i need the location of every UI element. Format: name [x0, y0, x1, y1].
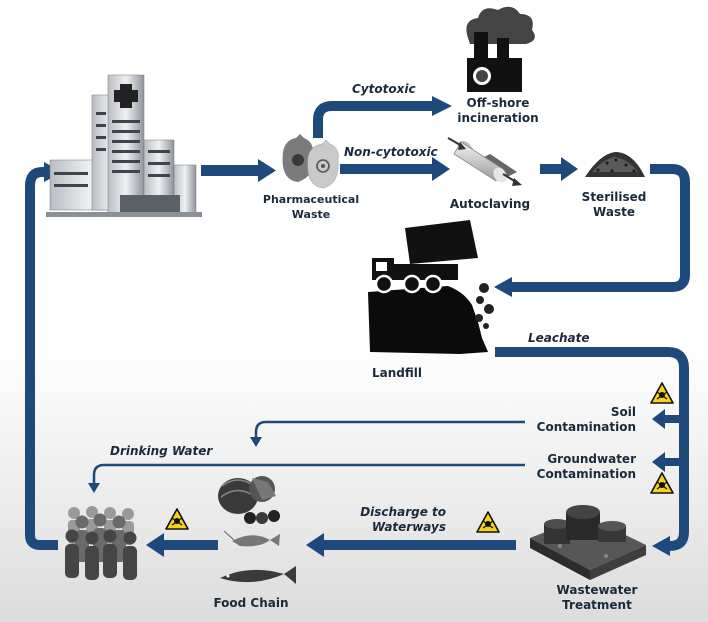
hazard-icon	[650, 472, 674, 494]
factory-icon	[466, 6, 535, 92]
label-groundwater-contamination: Groundwater Contamination	[530, 452, 636, 482]
arrow-sterilised-to-landfill	[494, 164, 690, 297]
arrow-to-soil-contamination	[652, 409, 684, 429]
food-chain-icon	[218, 476, 296, 584]
label-pharma-line1: Pharmaceutical	[262, 193, 360, 206]
arrow-non-cytotoxic	[340, 157, 450, 181]
arrow-groundwater-to-people	[88, 463, 525, 493]
label-soil-contamination: Soil Contamination	[530, 405, 636, 435]
sterilised-waste-icon	[585, 152, 645, 177]
label-offshore-line1: Off-shore	[466, 96, 530, 110]
arrow-discharge-to-food-chain	[306, 533, 516, 557]
arrow-leachate	[495, 347, 689, 556]
hazard-icon	[476, 511, 500, 533]
label-landfill: Landfill	[372, 366, 422, 380]
arrow-hospital-to-waste	[201, 159, 276, 182]
label-wastewater-line2: Treatment	[562, 598, 632, 612]
arrow-to-groundwater-contamination	[652, 452, 684, 472]
label-pharma-line2: Waste	[291, 208, 331, 221]
label-ground-line2: Contamination	[536, 467, 636, 481]
waste-bags-icon	[282, 134, 339, 189]
hazard-icon	[650, 382, 674, 404]
label-discharge-line1: Discharge to	[360, 505, 446, 519]
label-discharge-to-waterways: Discharge to Waterways	[320, 505, 446, 535]
label-drinking-water: Drinking Water	[110, 444, 213, 458]
arrow-autoclave-to-sterilised	[540, 157, 578, 181]
label-wastewater-line1: Wastewater	[556, 583, 638, 597]
label-autoclaving: Autoclaving	[449, 197, 531, 211]
label-sterilised-line2: Waste	[593, 205, 635, 219]
hospital-icon	[46, 74, 202, 217]
label-sterilised-waste: Sterilised Waste	[582, 190, 647, 220]
arrow-food-chain-to-people	[146, 533, 218, 557]
label-food-chain: Food Chain	[213, 596, 289, 610]
hazard-icon	[165, 508, 189, 530]
label-offshore-line2: incineration	[457, 111, 539, 125]
label-soil-line2: Contamination	[536, 420, 636, 434]
label-cytotoxic: Cytotoxic	[352, 82, 416, 96]
people-icon	[65, 506, 137, 580]
label-leachate: Leachate	[528, 331, 590, 345]
label-discharge-line2: Waterways	[371, 520, 446, 534]
label-offshore-incineration: Off-shore incineration	[457, 96, 538, 126]
label-ground-line1: Groundwater	[547, 452, 636, 466]
autoclave-icon	[447, 137, 522, 186]
label-pharmaceutical-waste: Pharmaceutical Waste	[263, 192, 359, 222]
label-soil-line1: Soil	[610, 405, 636, 419]
dump-truck-landfill-icon	[368, 220, 494, 354]
label-wastewater-treatment: Wastewater Treatment	[557, 583, 638, 613]
label-sterilised-line1: Sterilised	[581, 190, 647, 204]
arrow-cytotoxic	[313, 96, 452, 138]
arrow-soil-to-drinking-water	[250, 420, 525, 447]
arrow-people-to-hospital	[25, 162, 62, 550]
treatment-plant-icon	[530, 505, 646, 580]
label-non-cytotoxic: Non-cytotoxic	[344, 145, 438, 159]
